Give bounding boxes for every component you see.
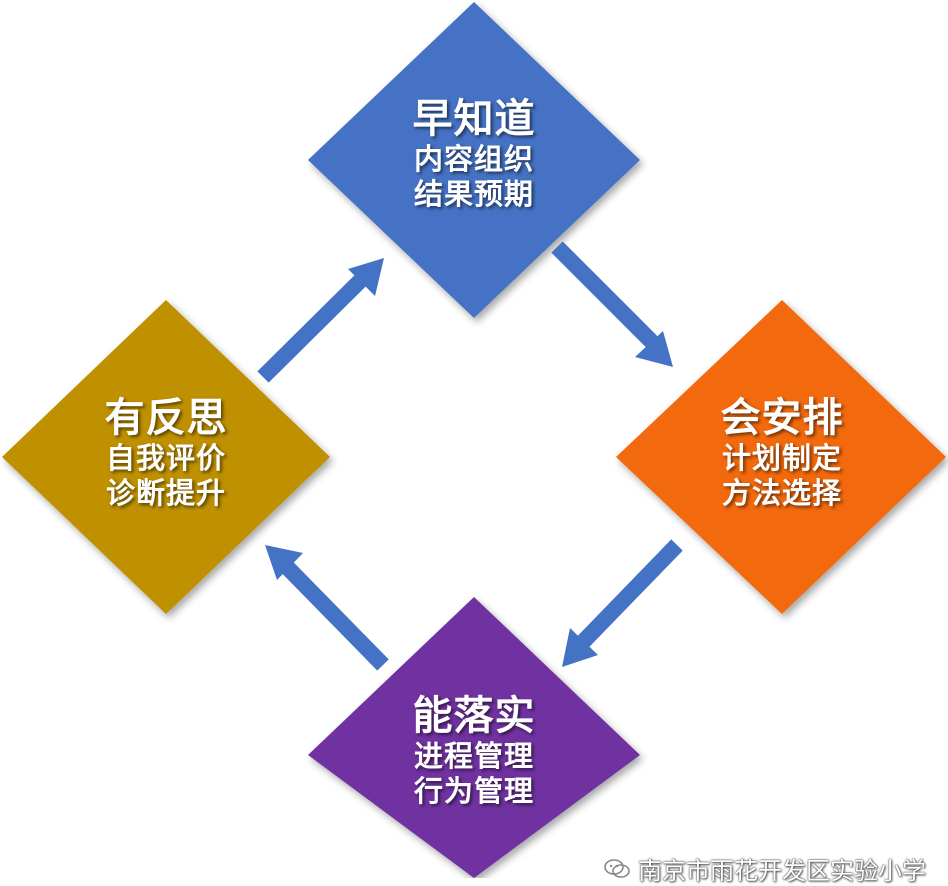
diamond-top bbox=[308, 2, 640, 318]
diamond-right bbox=[616, 300, 946, 614]
node-top-line-1: 内容组织 bbox=[413, 142, 534, 176]
diamond-left bbox=[2, 300, 330, 614]
node-right-line-1: 计划制定 bbox=[721, 441, 842, 475]
node-left-text: 有反思 自我评价 诊断提升 bbox=[66, 395, 266, 512]
node-right-title: 会安排 bbox=[720, 395, 844, 441]
arrow-left-to-top bbox=[257, 258, 384, 383]
node-bottom-text: 能落实 进程管理 行为管理 bbox=[374, 693, 574, 810]
diamond-bottom bbox=[308, 597, 640, 878]
node-right-text: 会安排 计划制定 方法选择 bbox=[682, 395, 882, 512]
arrow-bottom-to-left bbox=[265, 545, 389, 671]
watermark: 南京市雨花开发区实验小学 bbox=[604, 851, 926, 886]
node-bottom-line-1: 进程管理 bbox=[413, 739, 534, 773]
node-left-line-2: 诊断提升 bbox=[105, 476, 226, 511]
node-top-line-2: 结果预期 bbox=[413, 177, 534, 212]
node-left-title: 有反思 bbox=[104, 395, 228, 441]
node-right-line-2: 方法选择 bbox=[721, 476, 842, 511]
node-bottom-line-2: 行为管理 bbox=[413, 774, 534, 809]
node-top-title: 早知道 bbox=[412, 96, 536, 142]
arrow-right-to-bottom bbox=[562, 539, 683, 667]
node-top-text: 早知道 内容组织 结果预期 bbox=[374, 96, 574, 213]
node-bottom-title: 能落实 bbox=[412, 693, 536, 739]
watermark-text: 南京市雨花开发区实验小学 bbox=[638, 857, 926, 885]
wechat-icon bbox=[604, 858, 630, 878]
arrow-top-to-right bbox=[551, 241, 673, 367]
node-left-line-1: 自我评价 bbox=[105, 441, 226, 475]
